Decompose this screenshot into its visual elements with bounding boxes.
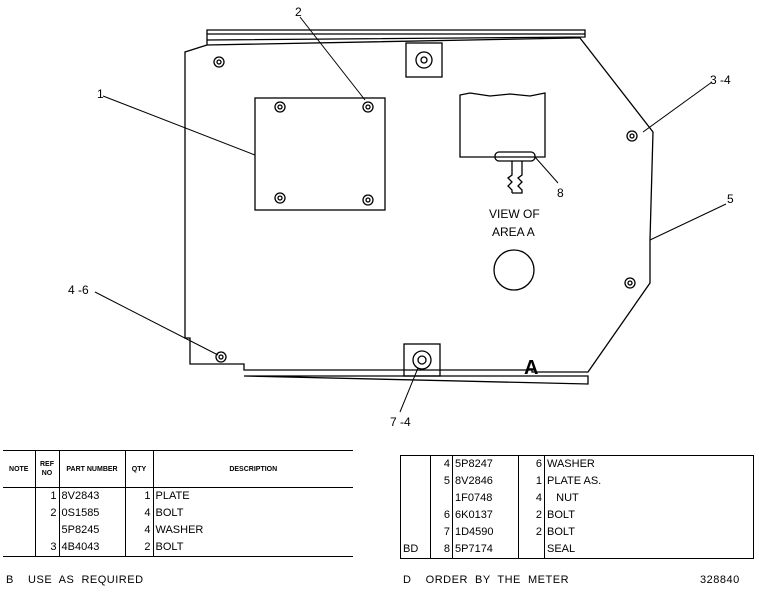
cell-qty: 4 bbox=[124, 522, 153, 539]
cell-note bbox=[401, 456, 431, 474]
bottom-boss bbox=[403, 343, 441, 377]
detail-view-area-a bbox=[459, 92, 546, 194]
cell-desc: PLATE AS. bbox=[544, 473, 754, 490]
area-a-label: AREA A bbox=[492, 225, 535, 239]
cell-part: 5P7174 bbox=[452, 541, 519, 559]
cell-ref: 2 bbox=[34, 505, 59, 522]
cell-part: 1D4590 bbox=[452, 524, 519, 541]
cell-desc: BOLT bbox=[544, 507, 754, 524]
cell-ref: 3 bbox=[34, 539, 59, 557]
callout-5: 5 bbox=[727, 192, 734, 206]
cell-ref: 7 bbox=[430, 524, 453, 541]
header-ref: REF NO bbox=[34, 450, 59, 488]
footnote-b: B USE AS REQUIRED bbox=[6, 574, 144, 586]
cell-qty: 6 bbox=[518, 455, 545, 473]
view-of-label: VIEW OF bbox=[489, 207, 540, 221]
cell-part: 8V2843 bbox=[58, 487, 125, 505]
mounting-holes bbox=[213, 56, 638, 363]
cell-qty: 4 bbox=[124, 505, 153, 522]
header-part: PART NUMBER bbox=[58, 450, 125, 488]
cell-ref bbox=[430, 490, 453, 507]
cell-note bbox=[3, 522, 35, 539]
cell-part: 6K0137 bbox=[452, 507, 519, 524]
cell-note bbox=[401, 507, 431, 524]
exploded-parts-diagram: 1 2 3 -4 5 4 -6 7 -4 8 VIEW OF AREA A A bbox=[68, 5, 734, 429]
cell-desc: BOLT bbox=[152, 539, 353, 557]
callout-4-6: 4 -6 bbox=[68, 283, 89, 297]
callout-8: 8 bbox=[557, 186, 564, 200]
area-a-marker: A bbox=[524, 357, 538, 379]
plate-assembly-outline bbox=[184, 37, 654, 373]
cell-qty: 4 bbox=[518, 490, 545, 507]
cell-desc: WASHER bbox=[544, 455, 754, 473]
cell-note bbox=[3, 505, 35, 522]
plate-part-1 bbox=[254, 97, 386, 211]
cell-ref: 6 bbox=[430, 507, 453, 524]
cell-note: BD bbox=[403, 543, 419, 555]
cell-desc: BOLT bbox=[152, 505, 353, 522]
cell-desc: BOLT bbox=[544, 524, 754, 541]
header-note: NOTE bbox=[3, 450, 35, 488]
cell-desc: PLATE bbox=[152, 487, 353, 505]
cell-qty: 2 bbox=[518, 524, 545, 541]
plate-bolts bbox=[274, 101, 374, 206]
cell-note bbox=[3, 488, 35, 506]
top-rail bbox=[206, 29, 586, 45]
cell-ref: 8 bbox=[430, 541, 453, 559]
cell-part: 1F0748 bbox=[452, 490, 519, 507]
callout-7-4: 7 -4 bbox=[390, 415, 411, 429]
cell-ref: 5 bbox=[430, 473, 453, 490]
callout-2: 2 bbox=[295, 5, 302, 19]
top-boss bbox=[405, 42, 443, 78]
table-header: NOTE REF NO PART NUMBER QTY DESCRIPTION bbox=[3, 450, 353, 488]
drawing-code: 328840 bbox=[700, 574, 740, 586]
header-desc: DESCRIPTION bbox=[152, 450, 353, 488]
cell-qty: 1 bbox=[518, 473, 545, 490]
cell-qty: 2 bbox=[518, 507, 545, 524]
footnote-d: D ORDER BY THE METER bbox=[403, 574, 570, 586]
cell-ref bbox=[34, 522, 59, 539]
cell-desc: SEAL bbox=[544, 541, 754, 559]
callout-3-4: 3 -4 bbox=[710, 73, 731, 87]
cell-part: 0S1585 bbox=[58, 505, 125, 522]
callout-1: 1 bbox=[97, 87, 104, 101]
cell-qty: 2 bbox=[124, 539, 153, 557]
cell-part: 8V2846 bbox=[452, 473, 519, 490]
cell-desc: NUT bbox=[544, 490, 754, 507]
cell-note bbox=[401, 490, 431, 507]
cell-ref: 4 bbox=[430, 455, 453, 473]
parts-table-left: NOTE REF NO PART NUMBER QTY DESCRIPTION … bbox=[3, 450, 353, 557]
cell-desc: WASHER bbox=[152, 522, 353, 539]
large-hole bbox=[493, 249, 535, 291]
cell-qty bbox=[518, 541, 545, 559]
header-qty: QTY bbox=[124, 450, 153, 488]
cell-ref: 1 bbox=[34, 487, 59, 505]
cell-part: 5P8245 bbox=[58, 522, 125, 539]
cell-note bbox=[3, 539, 35, 557]
cell-part: 5P8247 bbox=[452, 455, 519, 473]
cell-note bbox=[401, 524, 431, 541]
cell-part: 4B4043 bbox=[58, 539, 125, 557]
cell-qty: 1 bbox=[124, 487, 153, 505]
cell-note bbox=[401, 473, 431, 490]
